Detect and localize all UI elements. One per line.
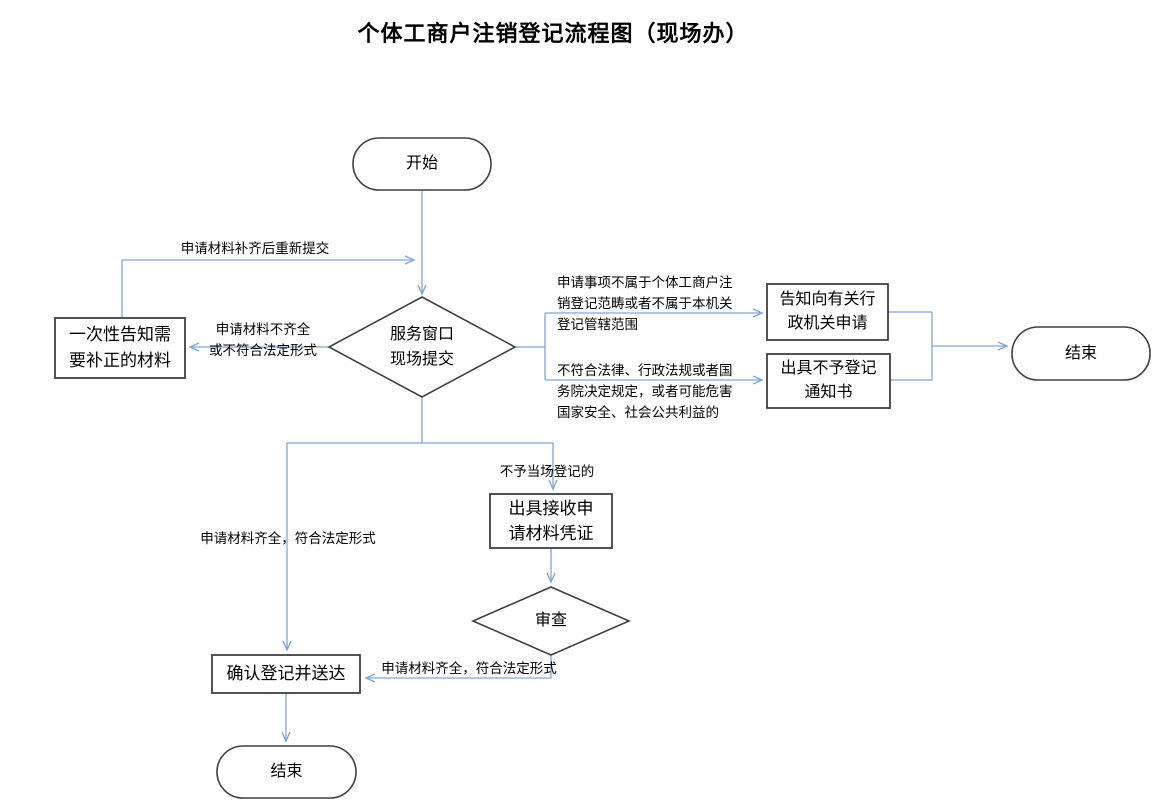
notify-other-authority-label-line2: 政机关申请 [787, 315, 868, 332]
start-node-label: 开始 [405, 155, 438, 172]
edge-label-incomplete-line2: 或不符合法定形式 [209, 343, 317, 358]
start-node-shape [352, 137, 492, 191]
confirm-register-box-shape [211, 654, 361, 694]
notify-correction-label-line2: 要补正的材料 [69, 351, 171, 370]
edge-label-not-in-scope-line2: 销登记范畴或者不属于本机关 [557, 296, 733, 311]
notify-other-authority-label-line1: 告知向有关行 [779, 291, 876, 308]
start-node: 开始 [353, 138, 491, 190]
submit-window-label-line2: 现场提交 [389, 351, 454, 368]
edge-label-resubmit: 申请材料补齐后重新提交 [180, 241, 330, 256]
issue-rejection-node: 出具不予登记 通知书 [767, 354, 890, 408]
notify-other-authority-node: 告知向有关行 政机关申请 [767, 284, 888, 340]
edge-label-not-in-scope: 申请事项不属于个体工商户注 销登记范畴或者不属于本机关 登记管辖范围 [557, 272, 733, 335]
edge-resubmit-loop [121, 255, 416, 318]
edge-label-illegal-line3: 国家安全、社会公共利益的 [557, 405, 719, 420]
end-bottom-node: 结束 [217, 746, 356, 798]
shapes [54, 137, 1151, 799]
end-right-node: 结束 [1012, 327, 1150, 380]
flowchart-title: 个体工商户注销登记流程图（现场办） [357, 21, 749, 46]
confirm-register-label: 确认登记并送达 [226, 664, 346, 683]
edge-label-illegal-line2: 务院决定规定，或者可能危害 [557, 384, 733, 399]
connectors [121, 190, 1009, 743]
notify-correction-label-line1: 一次性告知需 [69, 325, 171, 344]
edge-label-not-in-scope-line3: 登记管辖范围 [557, 317, 638, 332]
end-bottom-node-shape [216, 745, 357, 799]
edge-label-complete-review: 申请材料齐全，符合法定形式 [381, 661, 557, 676]
edge-label-illegal: 不符合法律、行政法规或者国 务院决定规定，或者可能危害 国家安全、社会公共利益的 [557, 360, 733, 423]
edge-label-incomplete: 申请材料不齐全 或不符合法定形式 [204, 319, 322, 361]
notify-correction-box-shape [54, 317, 186, 379]
issue-receipt-node: 出具接收申 请材料凭证 [490, 494, 612, 548]
notify-correction-node: 一次性告知需 要补正的材料 [55, 318, 185, 378]
issue-receipt-label-line1: 出具接收申 [508, 499, 594, 518]
edge-label-incomplete-line1: 申请材料不齐全 [215, 322, 311, 337]
issue-rejection-label-line2: 通知书 [804, 384, 853, 401]
edge-label-illegal-line1: 不符合法律、行政法规或者国 [557, 363, 733, 378]
end-right-node-label: 结束 [1064, 344, 1097, 362]
review-diamond-shape [470, 586, 632, 656]
submit-window-label-line1: 服务窗口 [389, 326, 454, 343]
issue-receipt-box-shape [489, 493, 613, 549]
issue-rejection-label-line1: 出具不予登记 [780, 360, 877, 377]
end-right-node-shape [1011, 326, 1151, 381]
end-bottom-node-label: 结束 [270, 763, 303, 780]
edge-label-not-onsite: 不予当场登记的 [499, 464, 595, 479]
review-node: 审查 [473, 587, 629, 655]
submit-window-diamond-shape [327, 296, 517, 398]
submit-window-node: 服务窗口 现场提交 [352, 297, 492, 397]
issue-rejection-box-shape [766, 353, 891, 409]
notify-other-authority-box-shape [766, 283, 889, 341]
edge-review-to-confirm [364, 655, 552, 683]
edge-label-not-in-scope-line1: 申请事项不属于个体工商户注 [557, 275, 733, 290]
issue-receipt-label-line2: 请材料凭证 [508, 524, 594, 543]
edge-label-complete-left: 申请材料齐全，符合法定形式 [200, 531, 376, 546]
review-node-label: 审查 [534, 612, 567, 629]
confirm-register-node: 确认登记并送达 [212, 655, 360, 693]
